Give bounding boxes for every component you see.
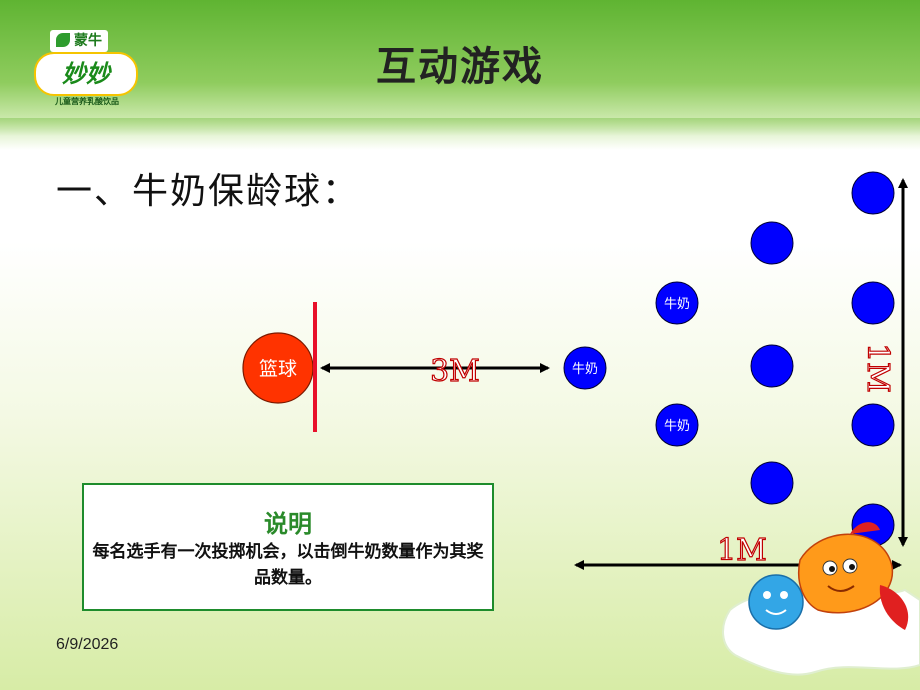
milk-pin bbox=[750, 344, 794, 388]
brand-tag: 蒙牛 bbox=[50, 30, 108, 52]
milk-pin bbox=[563, 346, 607, 390]
milk-pin bbox=[655, 281, 699, 325]
milk-pin-label: 牛奶 bbox=[572, 362, 598, 377]
instruction-box: 说明 每名选手有一次投掷机会，以击倒牛奶数量作为其奖品数量。 bbox=[82, 483, 494, 611]
milk-pin bbox=[750, 221, 794, 265]
brand-tag-text: 蒙牛 bbox=[74, 33, 102, 49]
milk-pin bbox=[750, 461, 794, 505]
distance-label-height: 1M bbox=[860, 343, 895, 393]
leaf-icon bbox=[56, 33, 70, 47]
milk-pin-label: 牛奶 bbox=[664, 297, 690, 312]
milk-pin bbox=[851, 281, 895, 325]
fish-smile-icon bbox=[827, 585, 855, 592]
fish-fin-icon bbox=[850, 522, 880, 534]
distance-label-throw: 3M bbox=[430, 354, 480, 389]
distance-label-width: 1M bbox=[717, 533, 767, 568]
slide-date: 6/9/2026 bbox=[56, 636, 119, 653]
header-band bbox=[0, 0, 920, 150]
brand-logo-text: 妙妙 bbox=[34, 52, 138, 96]
brand-logo: 蒙牛 妙妙 儿童营养乳酸饮品 bbox=[30, 22, 140, 114]
slide-title: 互动游戏 bbox=[376, 44, 544, 90]
mascot-smile-icon bbox=[765, 609, 787, 615]
brand-tagline: 儿童营养乳酸饮品 bbox=[55, 97, 119, 106]
basketball-label: 篮球 bbox=[259, 358, 297, 380]
mascot-eye-icon bbox=[763, 591, 771, 599]
mascot-eye-icon bbox=[780, 591, 788, 599]
fish-tail-icon bbox=[879, 585, 909, 630]
milk-pin-label: 牛奶 bbox=[664, 419, 690, 434]
milk-pin bbox=[655, 403, 699, 447]
milk-pin bbox=[851, 171, 895, 215]
fish-pupil-icon bbox=[829, 566, 835, 572]
fish-pupil-icon bbox=[849, 564, 855, 570]
slide-subtitle: 一、牛奶保龄球： bbox=[56, 171, 361, 212]
instruction-title: 说明 bbox=[264, 510, 312, 538]
milk-pin bbox=[851, 403, 895, 447]
instruction-body: 每名选手有一次投掷机会，以击倒牛奶数量作为其奖品数量。 bbox=[92, 542, 484, 588]
blue-ball-mascot bbox=[748, 574, 804, 630]
